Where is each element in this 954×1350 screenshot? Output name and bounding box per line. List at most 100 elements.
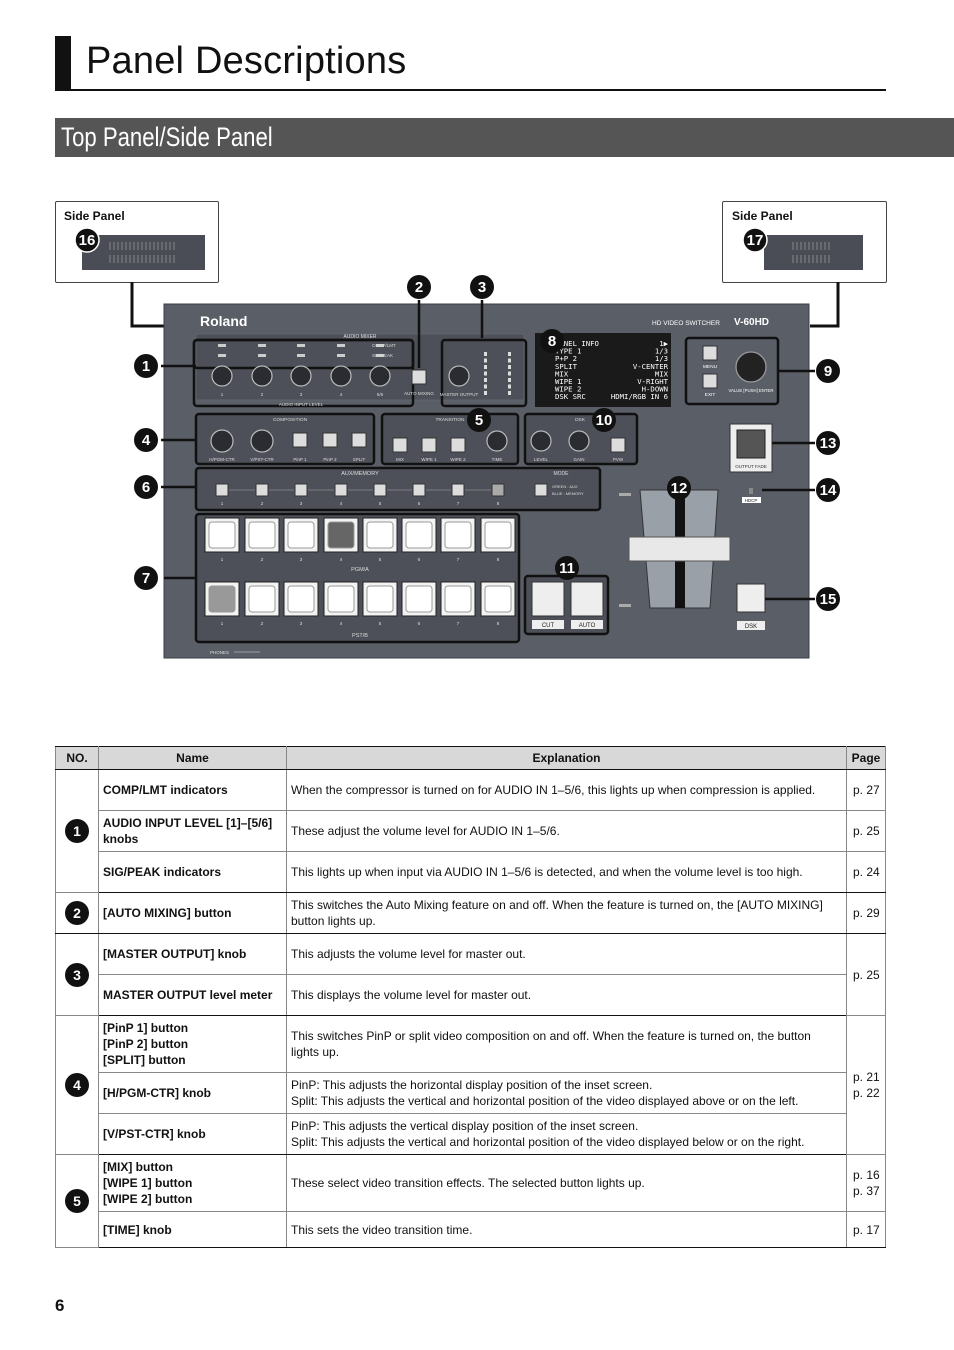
callout-16: 16: [74, 227, 100, 253]
title-accent-bar: [55, 36, 71, 90]
crosspoint-label: 8: [497, 557, 500, 563]
transition-label: TRANSITION: [435, 417, 465, 423]
page-line: p. 16: [853, 1168, 880, 1182]
dsk-button: [736, 583, 766, 613]
audio-mixer-label: AUDIO MIXER: [343, 334, 376, 340]
dsk-control-label: LEVEL: [534, 457, 549, 462]
lcd-line-left: MIX: [555, 369, 569, 378]
crosspoint-button: [366, 521, 394, 549]
pgm-label: PGM/A: [351, 567, 369, 573]
lcd-line-left: TYPE 1: [555, 347, 581, 356]
comp-lmt-indicator: [218, 344, 226, 347]
crosspoint-label: 2: [261, 621, 264, 627]
aux-memory-channel-label: 8: [497, 501, 500, 506]
crosspoint-label: 5: [379, 557, 382, 563]
pvw-button: [610, 437, 626, 453]
comp-lmt-indicator: [376, 344, 384, 347]
callout-14: 14: [816, 478, 840, 502]
crosspoint-label: 6: [418, 621, 421, 627]
meter-segment-l: [484, 358, 487, 363]
crosspoint-button: [444, 585, 472, 613]
composition-control-label: H/PGM-CTR: [209, 457, 235, 462]
meter-segment-l: [484, 391, 487, 395]
callout-7: 7: [134, 566, 158, 590]
auto-button: [570, 581, 604, 617]
crosspoint-button: [208, 585, 236, 613]
row-explanation: These adjust the volume level for AUDIO …: [286, 810, 847, 852]
dsk-level-knob: [530, 430, 552, 452]
meter-segment-r: [508, 391, 511, 395]
meter-segment-l: [484, 371, 487, 376]
aux-memory-button: [255, 483, 269, 497]
transition-control-label: WIPE 2: [450, 457, 466, 462]
crosspoint-label: 1: [221, 621, 224, 627]
aux-memory-channel-label: 7: [457, 501, 460, 506]
crosspoint-button: [484, 585, 512, 613]
row-page: p. 16 p. 37: [846, 1154, 886, 1212]
page-line: p. 22: [853, 1086, 880, 1100]
table-row: [H/PGM-CTR] knob PinP: This adjusts the …: [56, 1072, 886, 1114]
side-panel-right-label: Side Panel: [732, 209, 793, 223]
name-line: [WIPE 1] button: [103, 1176, 193, 1190]
number-badge: 2: [65, 901, 89, 925]
page-title: Panel Descriptions: [86, 40, 407, 82]
aux-memory-label: AUX/MEMORY: [341, 471, 379, 477]
lcd-line-right: 1▶: [659, 339, 668, 348]
row-explanation: This sets the video transition time.: [286, 1211, 847, 1248]
lcd-line-right: HDMI/RGB IN 6: [611, 392, 668, 401]
row-name: [V/PST-CTR] knob: [98, 1113, 287, 1155]
row-number: 1: [55, 769, 99, 893]
svg-text:6: 6: [142, 479, 150, 496]
explanation-line: Split: This adjusts the vertical and hor…: [291, 1094, 799, 1108]
table-header-row: NO. Name Explanation Page: [55, 746, 886, 770]
name-line: [PinP 1] button: [103, 1021, 189, 1035]
col-no: NO.: [55, 746, 99, 770]
wipe1-button: [421, 437, 437, 453]
svg-text:3: 3: [478, 279, 486, 296]
row-number: 2: [55, 892, 99, 934]
table-row: 5 [MIX] button [WIPE 1] button [WIPE 2] …: [55, 1154, 886, 1248]
side-panel-left-label: Side Panel: [64, 209, 125, 223]
page-line: p. 21: [853, 1070, 880, 1084]
hdcp-label: HDCP: [745, 498, 758, 503]
row-explanation: When the compressor is turned on for AUD…: [286, 769, 847, 811]
audio-input-knob: [211, 365, 233, 387]
title-rule: [55, 89, 886, 91]
aux-memory-button: [334, 483, 348, 497]
side-panel-left-vent: [82, 235, 205, 270]
crosspoint-label: 4: [340, 621, 343, 627]
meter-segment-l: [484, 365, 487, 369]
callout-13: 13: [816, 431, 840, 455]
audio-input-knob: [290, 365, 312, 387]
table-row: 3 [MASTER OUTPUT] knob This adjusts the …: [55, 933, 886, 1016]
master-output-knob: [448, 365, 470, 387]
aux-memory-channel-label: 4: [340, 501, 343, 506]
tbar-indicator-bottom: [619, 604, 631, 607]
cut-button: [531, 581, 565, 617]
lcd-line-left: WIPE 1: [555, 377, 581, 386]
vent-stripes-right: [792, 242, 830, 263]
number-badge: 5: [65, 1189, 89, 1213]
time-knob: [486, 430, 508, 452]
crosspoint-label: 6: [418, 557, 421, 563]
hdcp-label-bg: [742, 497, 761, 503]
row-name: [MASTER OUTPUT] knob: [98, 933, 287, 975]
crosspoint-button: [248, 585, 276, 613]
split-button: [351, 432, 367, 448]
pst-label: PST/B: [352, 633, 368, 639]
explanation-line: Split: This adjusts the vertical and hor…: [291, 1135, 805, 1149]
row-explanation: This lights up when input via AUDIO IN 1…: [286, 851, 847, 893]
meter-segment-r: [508, 378, 511, 382]
brand-logo: Roland: [200, 313, 247, 329]
svg-text:15: 15: [820, 591, 837, 608]
crosspoint-button: [405, 521, 433, 549]
exit-button: [702, 373, 718, 389]
mode-text-2: BLUE : MEMORY: [552, 491, 584, 496]
sig-peak-indicator: [297, 354, 305, 357]
table-row: [V/PST-CTR] knob PinP: This adjusts the …: [56, 1113, 886, 1155]
mode-text-1: GREEN : AUX: [552, 484, 578, 489]
aux-memory-button: [215, 483, 229, 497]
lcd-line-right: H-DOWN: [642, 385, 668, 394]
model-prefix: HD VIDEO SWITCHER: [652, 320, 720, 327]
wipe2-button: [450, 437, 466, 453]
